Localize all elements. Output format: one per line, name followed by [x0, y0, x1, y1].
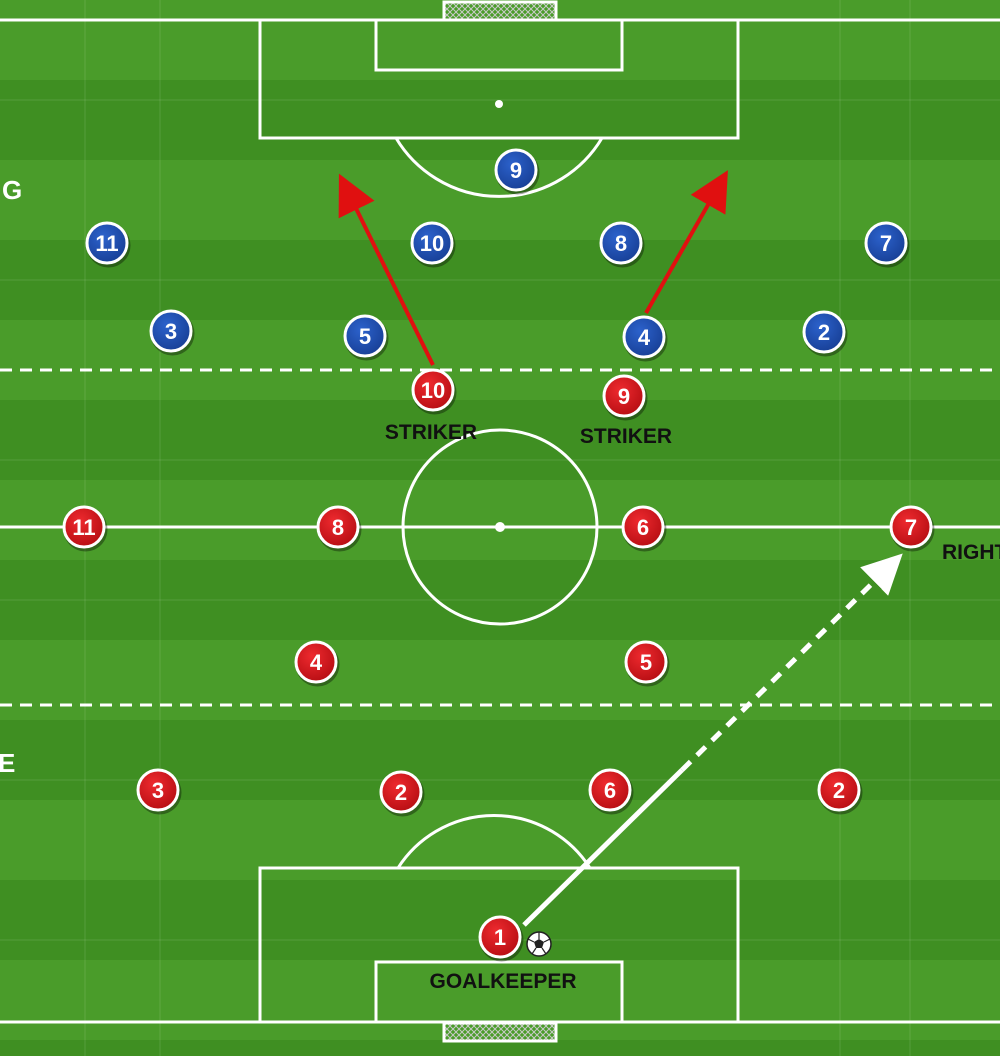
player-number: 11 [72, 515, 95, 540]
label-goalkeeper: GOALKEEPER [429, 970, 576, 993]
player-token-home-2b: 2 [817, 768, 863, 815]
player-number: 1 [494, 925, 506, 950]
player-token-home-6b: 6 [588, 768, 634, 815]
player-number: 9 [510, 158, 522, 183]
label-striker-left: STRIKER [385, 421, 477, 444]
player-number: 4 [638, 325, 651, 350]
player-number: 5 [359, 324, 371, 349]
player-token-home-6a: 6 [621, 505, 667, 552]
player-token-away-3: 3 [149, 309, 195, 356]
player-number: 7 [905, 515, 917, 540]
player-number: 10 [420, 231, 444, 256]
side-label-bottom: E [0, 748, 15, 778]
player-token-away-4: 4 [622, 315, 668, 362]
label-right-winger: RIGHT [942, 541, 1000, 564]
players-layer: 9 11 10 8 7 3 5 4 2 10 9 11 8 6 7 4 5 3 2 6 2 1 [62, 148, 935, 962]
player-number: 2 [395, 780, 407, 805]
player-number: 8 [332, 515, 344, 540]
player-token-home-3: 3 [136, 768, 182, 815]
player-token-home-5: 5 [624, 640, 670, 687]
player-token-home-8: 8 [316, 505, 362, 552]
player-number: 2 [818, 320, 830, 345]
top-goal [442, 0, 558, 22]
player-number: 11 [95, 231, 118, 256]
center-circle [401, 428, 599, 626]
player-number: 10 [421, 378, 445, 403]
player-token-home-4: 4 [294, 640, 340, 687]
ball-icon [526, 931, 552, 957]
player-number: 6 [604, 778, 616, 803]
player-token-home-10: 10 [411, 368, 457, 415]
run-arrow-left [338, 173, 435, 366]
bottom-penalty-arc [396, 813, 592, 869]
player-token-home-1: 1 [478, 915, 524, 962]
pass-arrow-solid [522, 768, 684, 927]
player-token-away-10: 10 [410, 221, 456, 268]
player-number: 8 [615, 231, 627, 256]
player-token-home-11: 11 [62, 505, 108, 552]
center-spot [495, 522, 505, 532]
player-token-away-5: 5 [343, 314, 389, 361]
player-token-away-2: 2 [802, 310, 848, 357]
player-number: 4 [310, 650, 323, 675]
label-striker-right: STRIKER [580, 425, 672, 448]
player-number: 2 [833, 778, 845, 803]
player-number: 7 [880, 231, 892, 256]
player-token-home-9: 9 [602, 374, 648, 421]
player-number: 9 [618, 384, 630, 409]
player-number: 6 [637, 515, 649, 540]
player-number: 3 [152, 778, 164, 803]
top-penalty-arc [394, 137, 604, 198]
top-penalty-spot [495, 100, 503, 108]
player-token-home-2a: 2 [379, 770, 425, 817]
player-number: 3 [165, 319, 177, 344]
player-token-away-7: 7 [864, 221, 910, 268]
bottom-goal [442, 1021, 558, 1043]
player-token-away-8: 8 [599, 221, 645, 268]
player-token-away-11: 11 [85, 221, 131, 268]
player-token-home-7: 7 [889, 505, 935, 552]
run-arrow-right [644, 170, 728, 314]
pass-arrow-dashed [680, 553, 903, 772]
side-label-top: G [2, 175, 22, 205]
player-token-away-9: 9 [494, 148, 540, 195]
player-number: 5 [640, 650, 652, 675]
